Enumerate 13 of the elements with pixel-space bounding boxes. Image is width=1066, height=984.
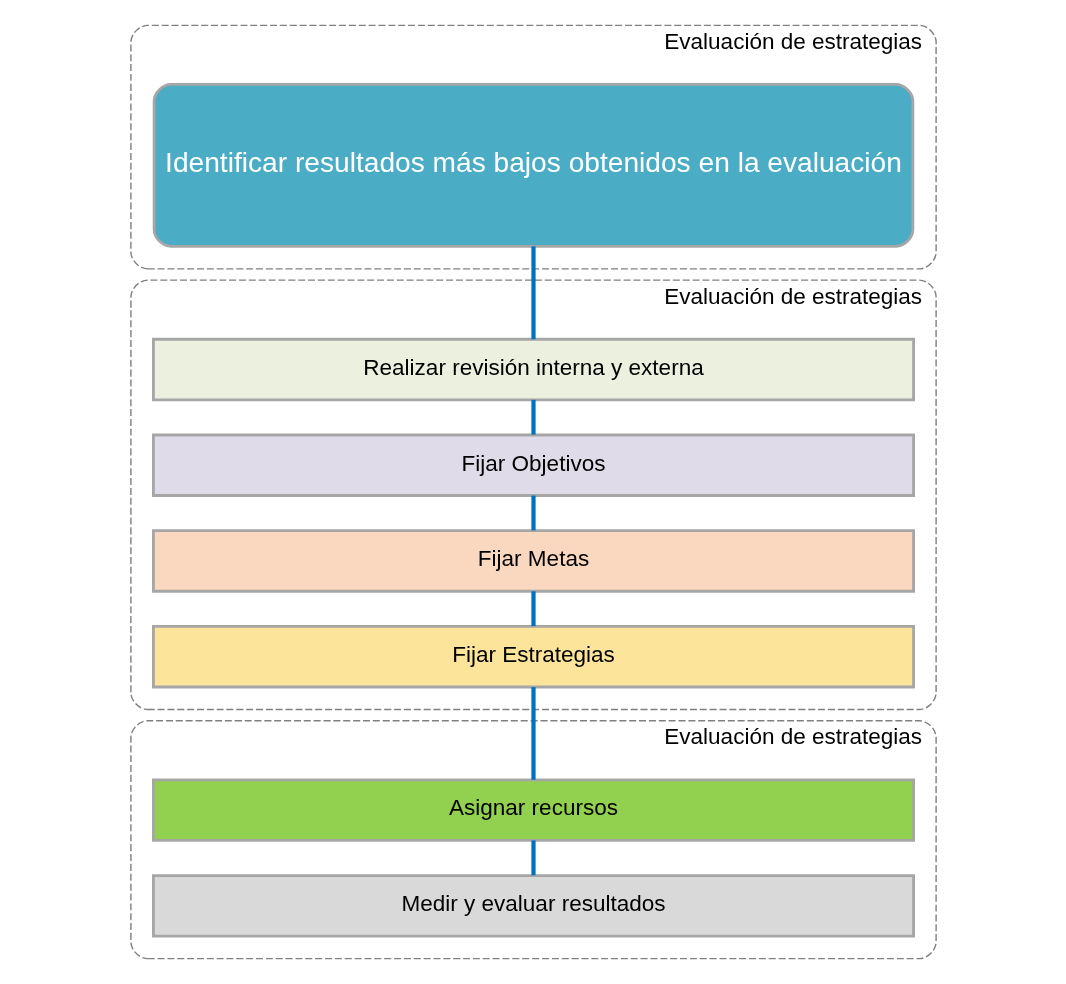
node-box: Fijar Estrategias: [151, 625, 915, 689]
node-box: Medir y evaluar resultados: [151, 874, 915, 938]
node-box: Fijar Metas: [151, 529, 915, 593]
node-box: Fijar Objetivos: [151, 433, 915, 497]
connector: [530, 591, 536, 627]
connector: [530, 840, 536, 876]
connector: [530, 687, 536, 780]
node-box: Realizar revisión interna y externa: [151, 337, 915, 402]
node-box: Asignar recursos: [151, 778, 915, 842]
node-box: Identificar resultados más bajos obtenidos en la evaluación: [152, 83, 914, 248]
connector: [530, 246, 536, 340]
connector: [530, 399, 536, 435]
connector: [530, 495, 536, 531]
